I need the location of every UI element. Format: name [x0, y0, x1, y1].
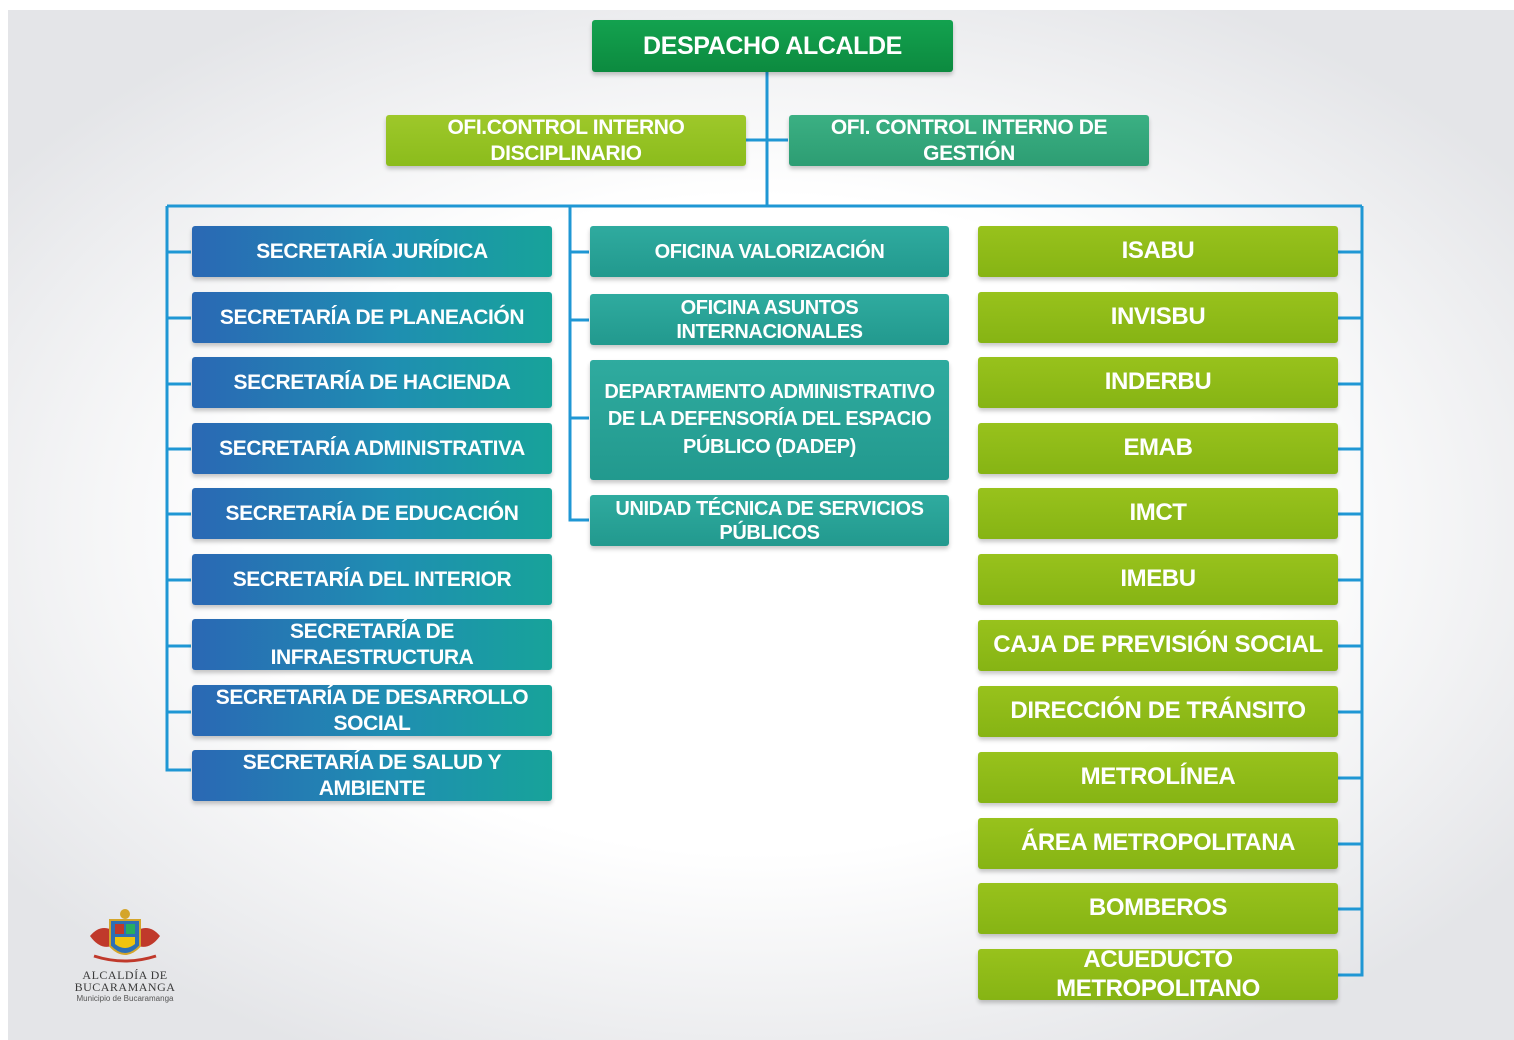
secretaria-box: SECRETARÍA DE SALUD Y AMBIENTE: [192, 750, 552, 801]
secretaria-box: SECRETARÍA DEL INTERIOR: [192, 554, 552, 605]
logo-text-line1: ALCALDÍA DE: [82, 968, 168, 982]
secretaria-box: SECRETARÍA JURÍDICA: [192, 226, 552, 277]
secretaria-box: SECRETARÍA DE EDUCACIÓN: [192, 488, 552, 539]
alcaldia-logo: ALCALDÍA DE BUCARAMANGA Municipio de Buc…: [60, 906, 190, 1006]
oficina-label: UNIDAD TÉCNICA DE SERVICIOS PÚBLICOS: [615, 497, 924, 544]
entidad-box: IMEBU: [978, 554, 1338, 605]
oficina-label-line: DE LA DEFENSORÍA DEL ESPACIO: [607, 408, 932, 431]
dadep-box: DEPARTAMENTO ADMINISTRATIVO DE LA DEFENS…: [590, 360, 949, 480]
secretaria-box: SECRETARÍA DE DESARROLLO SOCIAL: [192, 685, 552, 736]
oficina-label: OFICINA VALORIZACIÓN: [654, 240, 885, 263]
coat-of-arms-icon: [90, 909, 160, 963]
secretaria-box: SECRETARÍA DE HACIENDA: [192, 357, 552, 408]
oficina-label-line: DEPARTAMENTO ADMINISTRATIVO: [604, 380, 935, 403]
entidad-box: IMCT: [978, 488, 1338, 539]
entidad-box: CAJA DE PREVISIÓN SOCIAL: [978, 620, 1338, 671]
entidad-box: INDERBU: [978, 357, 1338, 408]
despacho-alcalde-box: DESPACHO ALCALDE: [592, 20, 953, 72]
entidad-box: METROLÍNEA: [978, 752, 1338, 803]
logo-text-line3: Municipio de Bucaramanga: [76, 994, 174, 1003]
entidad-box: DIRECCIÓN DE TRÁNSITO: [978, 686, 1338, 737]
secretaria-box: SECRETARÍA ADMINISTRATIVA: [192, 423, 552, 474]
secretaria-box: SECRETARÍA DE PLANEACIÓN: [192, 292, 552, 343]
control-interno-gestion-box: OFI. CONTROL INTERNO DE GESTIÓN: [789, 115, 1149, 166]
oficina-box: OFICINA VALORIZACIÓN: [590, 226, 949, 277]
entidad-box: INVISBU: [978, 292, 1338, 343]
control-interno-disciplinario-box: OFI.CONTROL INTERNO DISCIPLINARIO: [386, 115, 746, 166]
entidad-box: EMAB: [978, 423, 1338, 474]
oficina-box: OFICINA ASUNTOS INTERNACIONALES: [590, 294, 949, 345]
oficina-label-line: PÚBLICO (DADEP): [683, 435, 856, 458]
oficina-label: OFICINA ASUNTOS INTERNACIONALES: [676, 296, 863, 343]
entidad-box: BOMBEROS: [978, 883, 1338, 934]
entidad-box: ACUEDUCTO METROPOLITANO: [978, 946, 1338, 1002]
logo-text-line2: BUCARAMANGA: [74, 980, 176, 994]
entidad-box: ÁREA METROPOLITANA: [978, 818, 1338, 869]
oficina-box: UNIDAD TÉCNICA DE SERVICIOS PÚBLICOS: [590, 495, 949, 546]
entidad-box: ISABU: [978, 226, 1338, 277]
secretaria-box: SECRETARÍA DE INFRAESTRUCTURA: [192, 619, 552, 670]
